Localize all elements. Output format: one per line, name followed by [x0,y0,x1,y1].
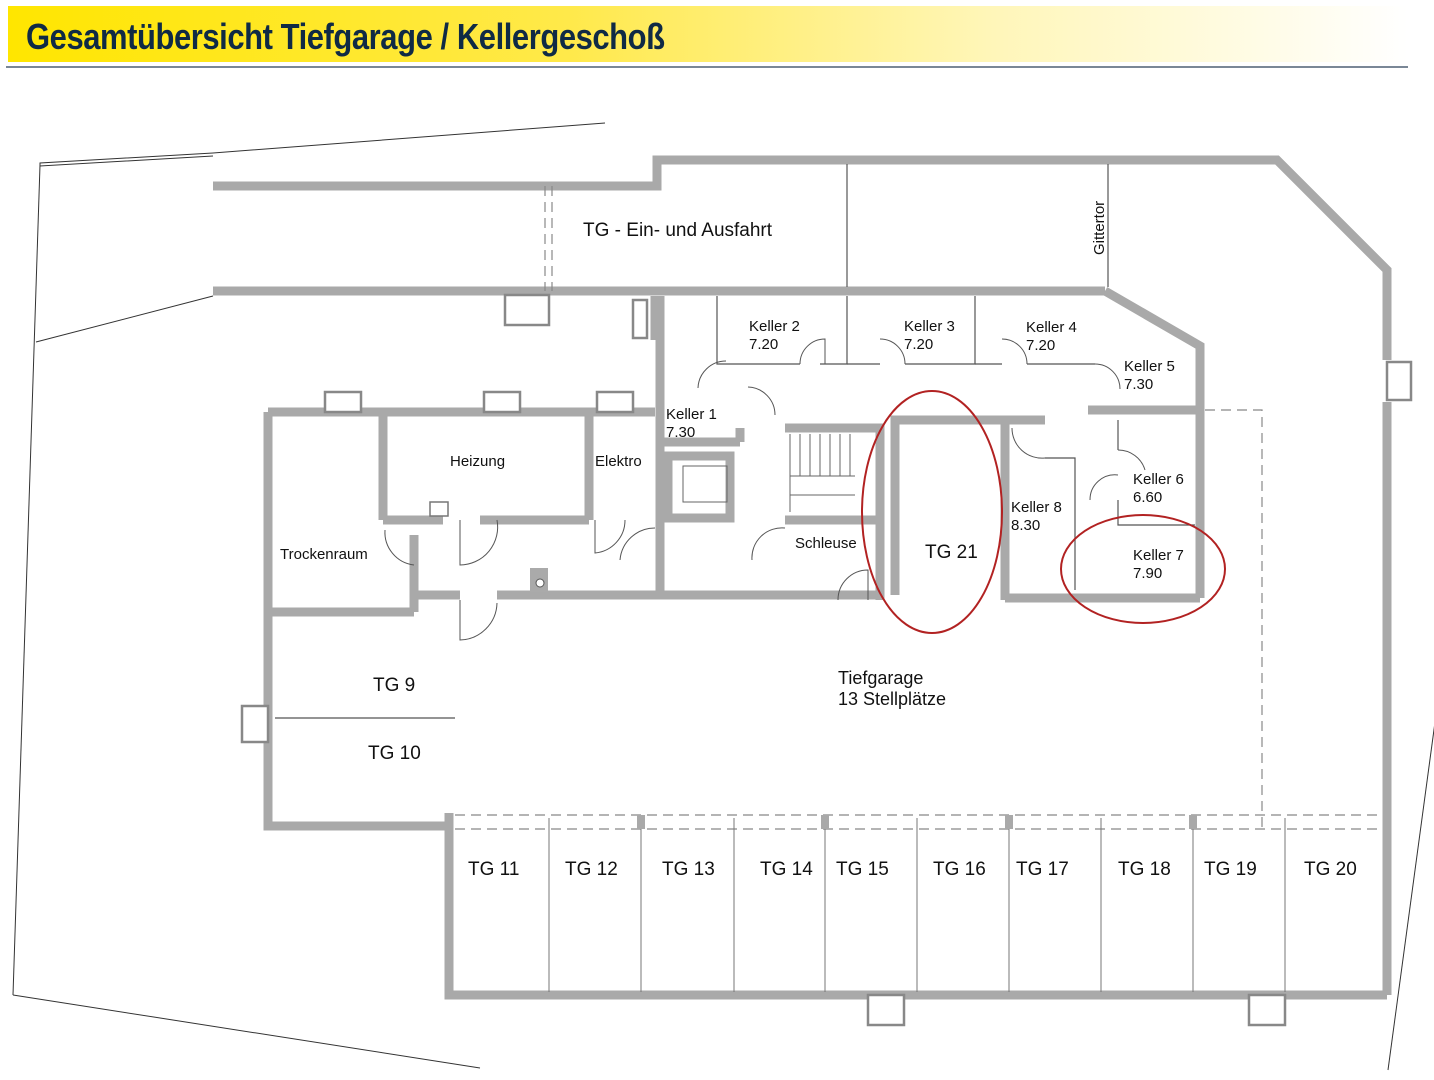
gate-label: Gittertor [1091,201,1108,255]
title-banner: Gesamtübersicht Tiefgarage / Kellergesch… [8,6,1408,62]
boiler-icon [429,501,449,517]
cellar-name: Keller 8 [1011,499,1062,516]
parking-tg13: TG 13 [662,859,715,880]
cellar-area: 7.90 [1133,565,1162,582]
title-divider [6,66,1408,68]
parking-tg18: TG 18 [1118,859,1171,880]
parking-tg17: TG 17 [1016,859,1069,880]
parking-tg21: TG 21 [925,542,978,563]
cellar-keller-4: Keller 4 7.20 [1026,319,1077,354]
cellar-area: 7.30 [1124,376,1153,393]
cellar-area: 8.30 [1011,517,1040,534]
garage-capacity: 13 Stellplätze [838,689,946,709]
cellar-keller-7: Keller 7 7.90 [1133,547,1184,582]
cellar-name: Keller 3 [904,318,955,335]
room-heizung: Heizung [450,453,505,470]
parking-tg9: TG 9 [373,675,415,696]
cellar-keller-8: Keller 8 8.30 [1011,499,1062,534]
cellar-name: Keller 1 [666,406,717,423]
parking-tg15: TG 15 [836,859,889,880]
cellar-area: 7.30 [666,424,695,441]
parking-tg14: TG 14 [760,859,813,880]
highlight-tg21 [861,390,1003,634]
cellar-keller-5: Keller 5 7.30 [1124,358,1175,393]
room-schleuse: Schleuse [795,535,857,552]
drive-lane-markings [455,186,1382,830]
parking-row: TG 11 TG 12 TG 13 TG 14 TG 15 TG 16 TG 1… [468,859,1357,880]
parking-tg12: TG 12 [565,859,618,880]
cellar-name: Keller 5 [1124,358,1175,375]
cellar-area: 7.20 [749,336,778,353]
cellar-name: Keller 6 [1133,471,1184,488]
entrance-label: TG - Ein- und Ausfahrt [583,220,773,241]
cellar-area: 6.60 [1133,489,1162,506]
parking-tg20: TG 20 [1304,859,1357,880]
room-elektro: Elektro [595,453,642,470]
page-title: Gesamtübersicht Tiefgarage / Kellergesch… [26,16,665,57]
cellar-name: Keller 4 [1026,319,1077,336]
partitions [275,164,1195,719]
light-wells [240,293,1413,1027]
cellar-keller-6: Keller 6 6.60 [1133,471,1184,506]
parking-tg16: TG 16 [933,859,986,880]
cellar-keller-1: Keller 1 7.30 [666,406,717,441]
parking-tg10: TG 10 [368,743,421,764]
highlight-keller-7 [1060,514,1226,624]
cellar-name: Keller 7 [1133,547,1184,564]
room-trockenraum: Trockenraum [280,546,368,563]
property-boundary [12,122,1434,1071]
cellar-area: 7.20 [904,336,933,353]
parking-tg11: TG 11 [468,859,519,880]
parking-dividers [548,818,1286,992]
cellar-keller-3: Keller 3 7.20 [904,318,955,353]
cellar-keller-2: Keller 2 7.20 [749,318,800,353]
parking-tg19: TG 19 [1204,859,1257,880]
cellar-area: 7.20 [1026,337,1055,354]
shaft-hole-icon [535,578,545,588]
door-swings [384,338,1146,641]
columns [637,815,1197,829]
stair-icon [789,434,855,512]
cellar-name: Keller 2 [749,318,800,335]
lift-icon [682,465,728,503]
garage-title: Tiefgarage [838,668,923,688]
